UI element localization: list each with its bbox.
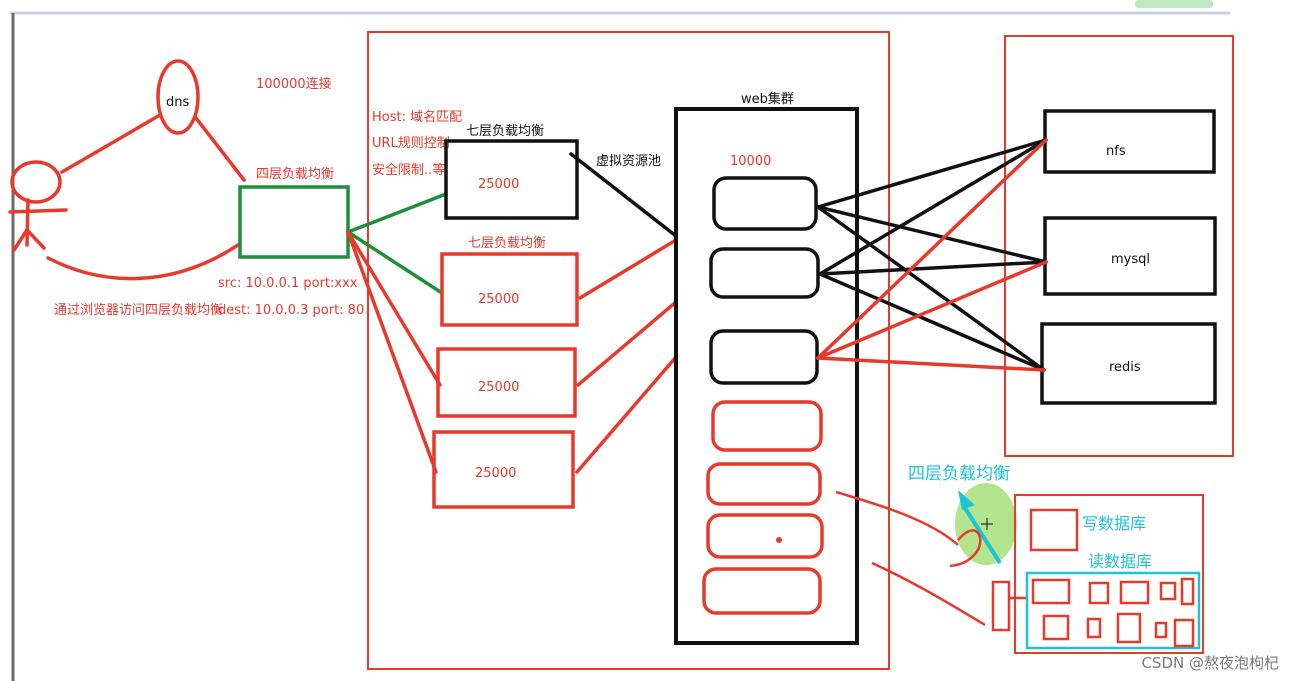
virtual-pool-label: 虚拟资源池 [596,154,661,169]
user-to-l4-line [46,243,240,281]
l7-box-1-value: 25000 [478,177,519,192]
l7-box-4-value: 25000 [475,466,516,481]
write-db-label: 写数据库 [1082,514,1146,533]
l4-to-l7-lines [346,192,448,474]
web-capacity-label: 10000 [730,154,771,169]
mysql-label: mysql [1111,252,1150,267]
user-stick-figure [8,160,68,252]
write-db-box [1029,508,1079,552]
l4-lb-db-arrow [963,506,1002,565]
web-server-1 [712,176,818,231]
dns-label: dns [166,95,189,110]
l7-to-web-lines [569,152,678,474]
url-rule-label: URL规则控制 [372,136,450,151]
l7-lb-title-2: 七层负载均衡 [468,236,546,251]
web-server-4 [711,400,823,452]
src-label: src: 10.0.0.1 port:xxx [218,276,358,291]
nfs-label: nfs [1106,144,1126,159]
l4-lb-label: 四层负载均衡 [256,167,334,182]
read-db-replicas [1031,577,1195,648]
redis-box [1040,322,1217,405]
web-server-6-dot [776,537,782,543]
read-db-frame [1025,571,1201,650]
web-server-3 [709,329,819,385]
l7-lb-title-1: 七层负载均衡 [466,124,544,139]
web-server-7 [702,567,822,615]
host-match-label: Host: 域名匹配 [372,109,462,125]
web-cluster-frame [674,107,859,645]
web-server-5 [706,462,822,506]
connections-label: 100000连接 [256,76,332,92]
web-server-6 [706,513,824,559]
web-server-2 [709,247,820,299]
web-to-db-line-2 [871,561,986,627]
l7-box-4 [432,430,575,509]
read-db-label: 读数据库 [1088,552,1152,571]
redis-label: redis [1109,360,1141,375]
l7-box-2 [440,252,579,327]
db-proxy-box [991,580,1011,632]
l4-lb-db-arrowhead [958,490,975,510]
top-right-highlight [1135,0,1213,8]
security-label: 安全限制..等 [372,162,445,178]
csdn-watermark: CSDN @熬夜泡枸杞 [1141,654,1279,672]
dest-label: dest: 10.0.0.3 port: 80 [218,303,364,318]
l4-load-balancer-box [238,185,350,259]
dns-to-l4-line [194,116,246,182]
db-region-frame [1014,494,1204,654]
l7-box-2-value: 25000 [478,292,519,307]
web-to-db-line-1 [835,490,959,546]
web-to-storage-lines [816,138,1048,372]
l4-lb-db-label: 四层负载均衡 [908,464,1010,484]
l4-lb-db-squiggle [949,529,982,568]
web-cluster-title: web集群 [741,91,794,107]
dns-node [156,59,200,135]
l4-lb-db-cursor [981,518,993,530]
browser-access-label: 通过浏览器访问四层负载均衡 [54,302,223,318]
l7-region-frame [367,31,890,670]
storage-region-frame [1004,35,1234,457]
mysql-box [1043,216,1217,296]
nfs-box [1043,109,1216,174]
l7-box-3 [436,347,577,418]
user-to-dns-line [60,113,162,174]
l7-box-3-value: 25000 [478,380,519,395]
l7-box-1 [444,139,579,220]
